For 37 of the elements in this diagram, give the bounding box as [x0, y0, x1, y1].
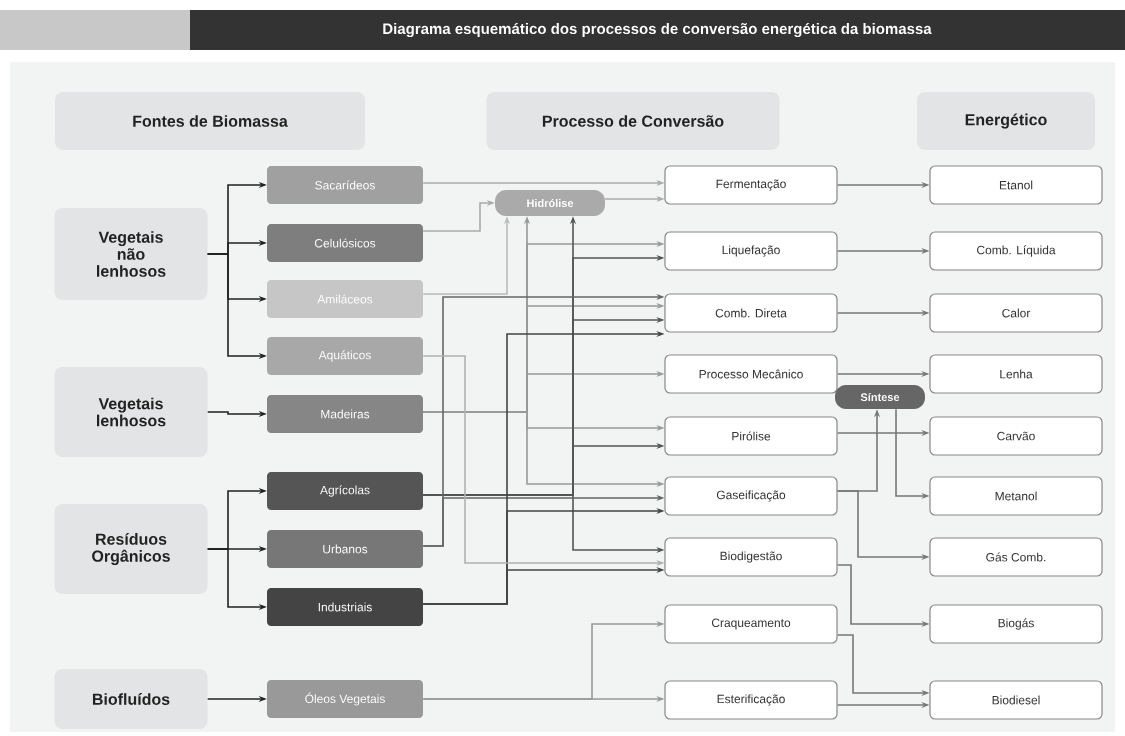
process-box: Comb. Direta	[664, 293, 838, 333]
product-box: Gás Comb.	[929, 537, 1103, 577]
source-box: Aquáticos	[267, 337, 423, 375]
category-box: Resíduos Orgânicos	[54, 504, 208, 594]
source-box: Urbanos	[267, 530, 423, 568]
process-pill: Hidrólise	[495, 190, 605, 216]
product-box: Etanol	[929, 165, 1103, 205]
source-box: Agrícolas	[267, 472, 423, 510]
source-box: Industriais	[267, 588, 423, 626]
category-box: Vegetais não lenhosos	[54, 208, 208, 300]
source-box: Sacarídeos	[267, 166, 423, 204]
product-box: Biodiesel	[929, 680, 1103, 720]
source-box: Celulósicos	[267, 224, 423, 262]
process-pill: Síntese	[835, 385, 925, 409]
product-box: Carvão	[929, 416, 1103, 456]
title: Diagrama esquemático dos processos de conversão energética da biomassa	[0, 10, 1125, 50]
process-box: Gaseificação	[664, 476, 838, 516]
product-box: Metanol	[929, 476, 1103, 516]
category-box: Vegetais lenhosos	[54, 367, 208, 457]
header-box: Energético	[917, 92, 1095, 150]
process-box: Esterificação	[664, 680, 838, 720]
product-box: Comb. Líquida	[929, 231, 1103, 271]
process-box: Craqueamento	[664, 604, 838, 644]
product-box: Lenha	[929, 354, 1103, 394]
header-box: Processo de Conversão	[486, 92, 780, 150]
process-box: Fermentação	[664, 165, 838, 205]
product-box: Biogás	[929, 604, 1103, 644]
header-box: Fontes de Biomassa	[55, 92, 365, 150]
source-box: Madeiras	[267, 395, 423, 433]
category-box: Biofluídos	[54, 669, 208, 729]
process-box: Processo Mecânico	[664, 354, 838, 394]
process-box: Pirólise	[664, 416, 838, 456]
source-box: Amiláceos	[267, 280, 423, 318]
product-box: Calor	[929, 293, 1103, 333]
source-box: Óleos Vegetais	[267, 680, 423, 718]
process-box: Biodigestão	[664, 537, 838, 577]
process-box: Liquefação	[664, 231, 838, 271]
